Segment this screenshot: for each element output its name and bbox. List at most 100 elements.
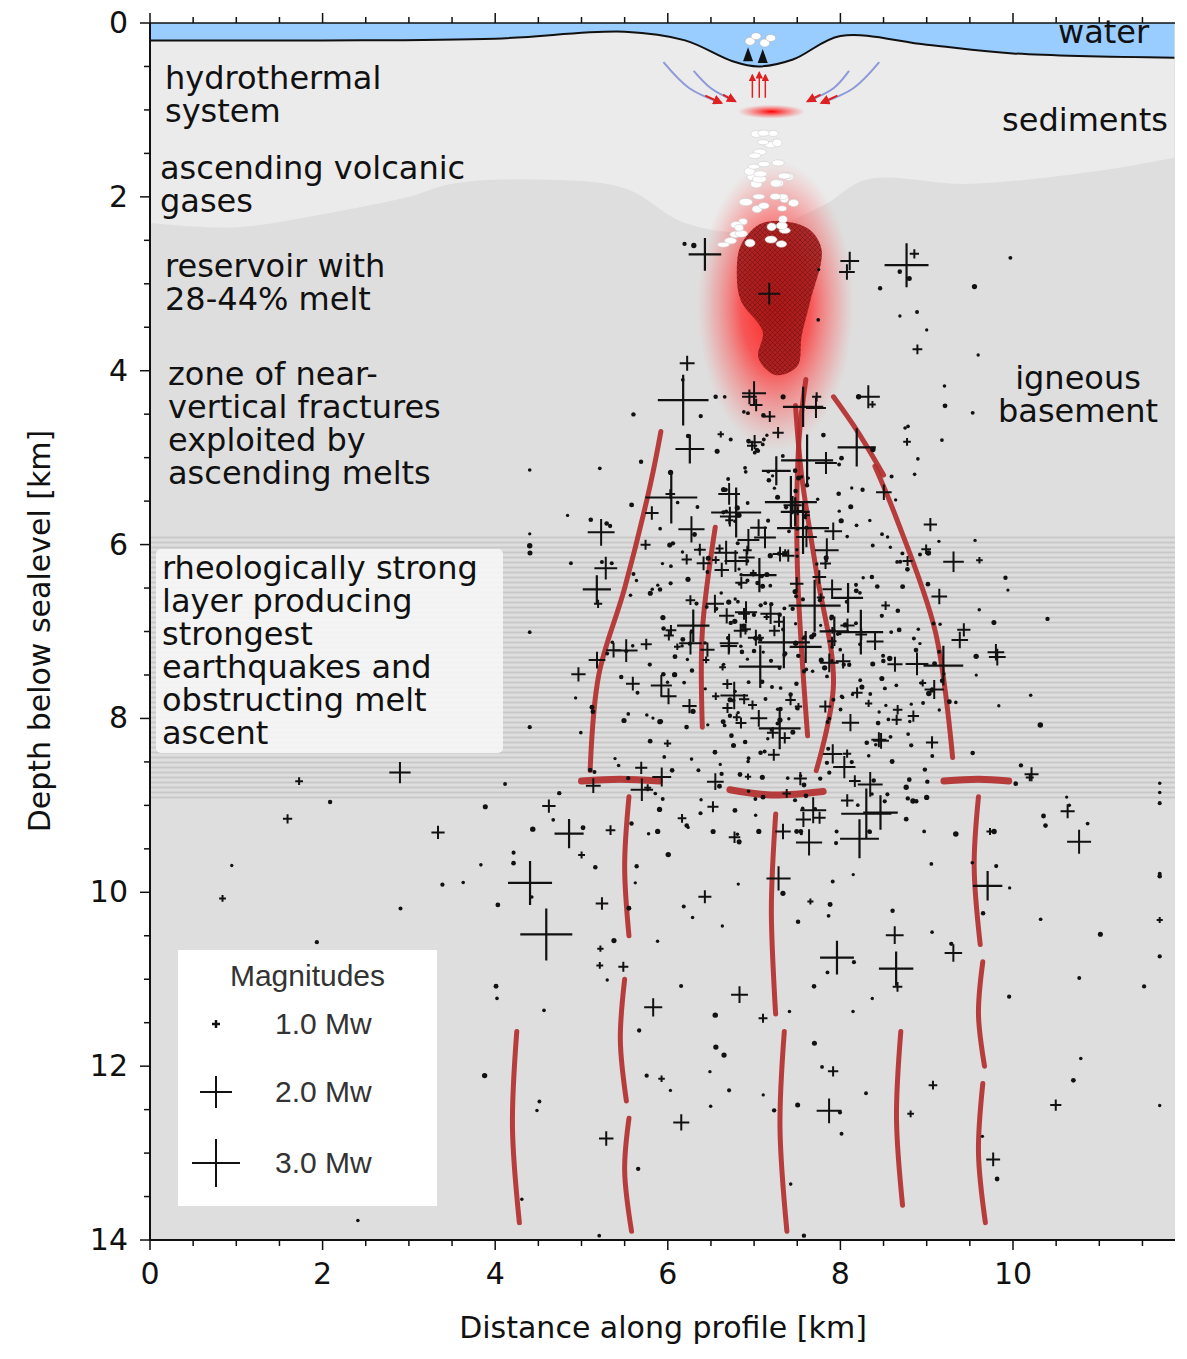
earthquake-dot: [904, 817, 909, 822]
earthquake-cross: [764, 411, 775, 422]
earthquake-dot: [495, 997, 499, 1001]
earthquake-cross: [703, 657, 710, 664]
earthquake-cross: [857, 385, 880, 408]
melt-dyke: [512, 1031, 519, 1222]
earthquake-dot: [658, 527, 662, 531]
earthquake-dot: [803, 635, 807, 639]
earthquake-cross: [766, 866, 790, 890]
earthquake-dot: [600, 560, 604, 564]
earthquake-cross: [635, 762, 647, 774]
earthquake-cross: [867, 633, 884, 650]
earthquake-dot: [868, 830, 872, 834]
earthquake-cross: [919, 679, 926, 686]
earthquake-cross: [615, 639, 638, 662]
earthquake-dot: [635, 579, 638, 582]
earthquake-dot: [696, 768, 700, 772]
earthquake-dot: [661, 797, 665, 801]
legend-entry: 1.0 Mw: [178, 999, 437, 1049]
earthquake-dot: [995, 1177, 1000, 1182]
gas-bubbles: [717, 130, 798, 247]
melt-reservoir-hatch: [737, 221, 822, 375]
melt-dyke: [625, 797, 629, 936]
earthquake-dot: [661, 562, 664, 565]
earthquake-dot: [747, 680, 751, 684]
earthquake-cross: [283, 814, 292, 823]
tick-mark: [1099, 17, 1101, 1246]
earthquake-dot: [760, 679, 765, 684]
earthquake-cross: [694, 544, 706, 556]
earthquake-dot: [890, 474, 894, 478]
earthquake-dot: [579, 731, 583, 735]
earthquake-dot: [802, 1233, 806, 1237]
layer-label: water: [1058, 16, 1178, 49]
earthquake-dot: [871, 544, 875, 548]
earthquake-dot: [682, 681, 686, 685]
earthquake-dot: [527, 550, 532, 555]
earthquake-cross: [793, 506, 802, 515]
earthquake-cross: [796, 527, 817, 548]
earthquake-dot: [881, 659, 886, 664]
earthquake-cross: [957, 623, 970, 636]
earthquake-dot: [709, 1105, 713, 1109]
gas-bubble: [753, 194, 765, 199]
earthquake-dot: [829, 614, 834, 619]
earthquake-dot: [827, 771, 831, 775]
earthquake-cross: [722, 679, 732, 689]
earthquake-dot: [828, 902, 833, 907]
earthquake-dot: [781, 454, 785, 458]
earthquake-dot: [925, 779, 929, 783]
earthquake-dot: [782, 606, 786, 610]
earthquake-dot: [685, 577, 690, 582]
earthquake-dot: [551, 818, 555, 822]
tick-mark: [538, 17, 540, 1246]
earthquake-cross: [718, 431, 724, 437]
earthquake-dot: [721, 510, 725, 514]
earthquake-cross: [747, 435, 761, 449]
earthquake-dot: [907, 777, 912, 782]
earthquake-dot: [838, 632, 841, 635]
earthquake-dot: [851, 693, 854, 696]
earthquake-dot: [740, 650, 745, 655]
earthquake-cross: [907, 1111, 914, 1118]
tick-label: 8: [800, 1256, 880, 1292]
earthquake-dot: [925, 328, 928, 331]
earthquake-dot: [1008, 886, 1011, 889]
earthquake-cross: [876, 484, 892, 500]
earthquake-dot: [867, 754, 871, 758]
earthquake-dot: [736, 600, 740, 604]
earthquake-cross: [887, 657, 902, 672]
earthquake-cross: [707, 801, 718, 812]
gas-bubble: [772, 160, 784, 166]
earthquake-dot: [676, 501, 680, 505]
earthquake-dot: [681, 378, 685, 382]
earthquake-cross: [658, 375, 709, 426]
earthquake-dot: [624, 649, 628, 653]
layer-label: igneous basement: [982, 362, 1174, 428]
earthquake-dot: [733, 808, 738, 813]
earthquake-cross: [658, 1076, 664, 1082]
earthquake-dot: [619, 675, 623, 679]
earthquake-dot: [777, 717, 782, 722]
earthquake-dot: [856, 394, 861, 399]
earthquake-dot: [694, 602, 698, 606]
earthquake-dot: [827, 717, 831, 721]
earthquake-dot: [826, 970, 830, 974]
earthquake-cross: [782, 789, 791, 798]
strong-layer-band: [150, 534, 1175, 801]
earthquake-dot: [870, 661, 875, 666]
earthquake-cross: [431, 826, 444, 839]
earthquake-dot: [800, 832, 803, 835]
earthquake-dot: [991, 620, 996, 625]
earthquake-cross: [758, 616, 810, 668]
earthquake-dot: [868, 519, 871, 522]
earthquake-cross: [706, 595, 724, 613]
earthquake-dot: [787, 529, 791, 533]
earthquake-cross: [795, 703, 802, 710]
axis-title: Distance along profile [km]: [363, 1310, 963, 1346]
earthquake-dot: [898, 314, 901, 317]
earthquake-cross: [817, 1098, 842, 1123]
earthquake-dot: [877, 710, 880, 713]
earthquake-cross: [735, 601, 757, 623]
gas-bubble: [758, 130, 770, 136]
earthquake-dot: [917, 627, 921, 631]
